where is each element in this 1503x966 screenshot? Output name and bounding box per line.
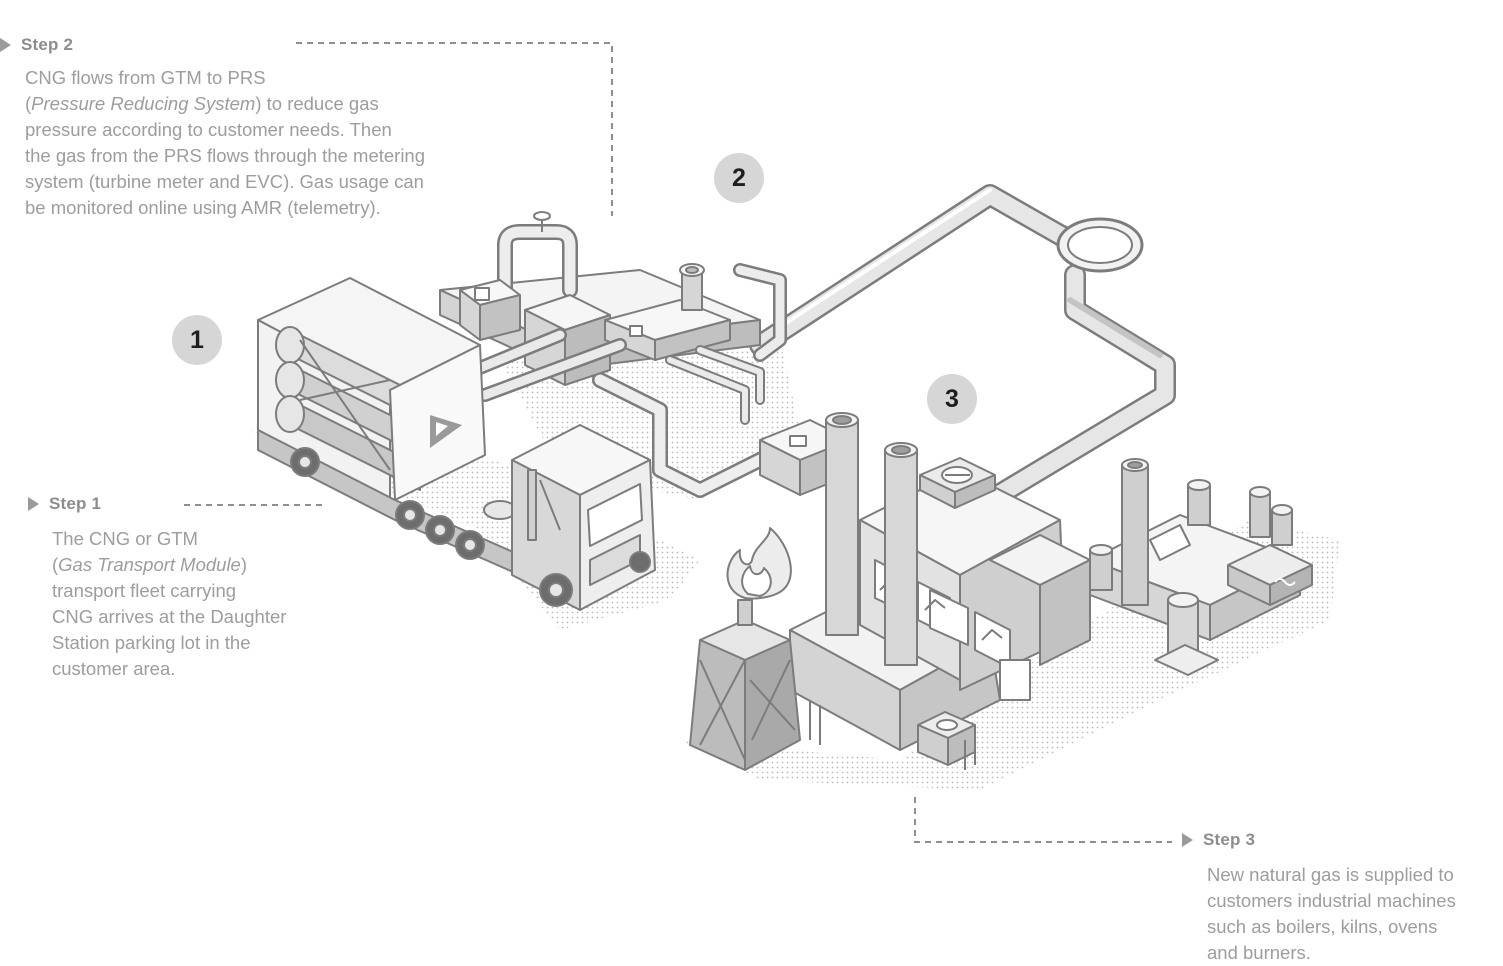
- step-1-line-1: The CNG or GTM: [52, 528, 198, 549]
- step-2-line-1: CNG flows from GTM to PRS: [25, 67, 266, 88]
- step-2-line-2: (Pressure Reducing System) to reduce gas: [25, 93, 379, 114]
- step-2-title: Step 2: [21, 35, 74, 54]
- wave-icon: [1274, 578, 1296, 586]
- leader-lines: [184, 42, 1172, 843]
- gtm-truck: [257, 277, 656, 611]
- step-3-title: Step 3: [1203, 830, 1256, 849]
- step-1-title: Step 1: [49, 494, 102, 513]
- leader-line-step2: [296, 42, 613, 216]
- step-1-description: The CNG or GTM (Gas Transport Module) tr…: [52, 526, 348, 682]
- step-2-line-6: be monitored online using AMR (telemetry…: [25, 197, 381, 218]
- step-2-callout: Step 2 CNG flows from GTM to PRS (Pressu…: [0, 35, 500, 221]
- flare-tower: [689, 527, 801, 771]
- step-2-line-3: pressure according to customer needs. Th…: [25, 119, 392, 140]
- step-badge-3: 3: [927, 374, 977, 424]
- step-2-heading: Step 2: [0, 35, 500, 55]
- step-1-line-4: CNG arrives at the Daughter: [52, 606, 287, 627]
- step-1-heading: Step 1: [28, 494, 348, 514]
- triangle-right-icon: [1182, 833, 1193, 847]
- step-3-line-4: and burners.: [1207, 942, 1311, 963]
- triangle-right-icon: [0, 38, 11, 52]
- step-3-line-2: customers industrial machines: [1207, 890, 1456, 911]
- step-1-line-5: Station parking lot in the: [52, 632, 251, 653]
- metering-pipes: [592, 263, 808, 498]
- step-3-line-3: such as boilers, kilns, ovens: [1207, 916, 1438, 937]
- leader-line-step3: [914, 797, 1172, 843]
- step-2-line-4: the gas from the PRS flows through the m…: [25, 145, 426, 166]
- step-1-line-6: customer area.: [52, 658, 176, 679]
- step-badge-2: 2: [714, 153, 764, 203]
- step-2-description: CNG flows from GTM to PRS (Pressure Redu…: [25, 65, 500, 221]
- triangle-right-icon: [28, 497, 39, 511]
- pressure-reducing-station: [439, 211, 851, 496]
- step-3-line-1: New natural gas is supplied to: [1207, 864, 1454, 885]
- step-1-line-3: transport fleet carrying: [52, 580, 237, 601]
- factory: [789, 412, 1091, 770]
- step-3-callout: Step 3 New natural gas is supplied to cu…: [1182, 830, 1500, 966]
- step-1-line-2: (Gas Transport Module): [52, 554, 248, 575]
- step-3-description: New natural gas is supplied to customers…: [1207, 862, 1500, 966]
- step-3-heading: Step 3: [1182, 830, 1500, 850]
- gas-pipeline: [749, 184, 1176, 511]
- step-2-line-5: system (turbine meter and EVC). Gas usag…: [25, 171, 424, 192]
- step-1-callout: Step 1 The CNG or GTM (Gas Transport Mod…: [28, 494, 348, 682]
- step-badge-1: 1: [172, 315, 222, 365]
- boiler-units: [1089, 458, 1313, 676]
